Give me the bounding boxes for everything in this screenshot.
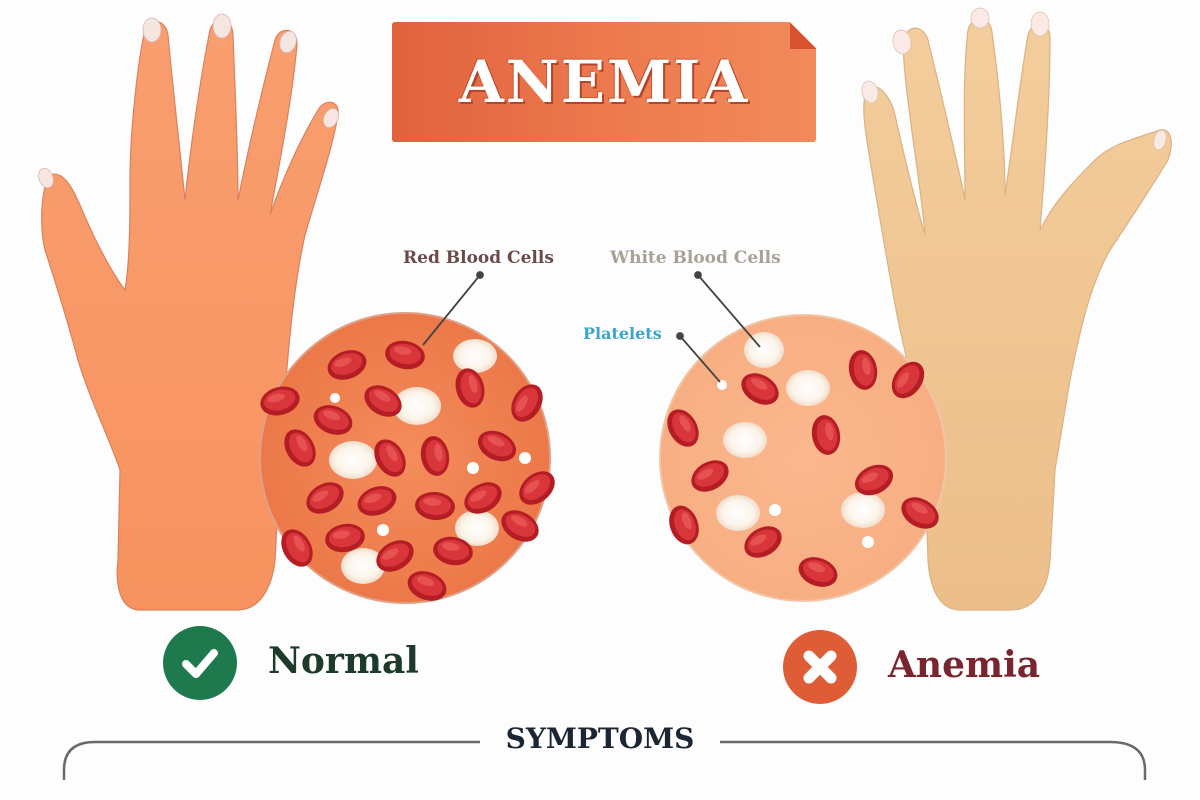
banner-fold [790,22,816,49]
white-blood-cells [329,339,499,584]
title-banner [392,22,816,142]
normal-status-icon [163,626,237,700]
symptoms-heading: SYMPTOMS [480,722,720,755]
page-title: ANEMIA [458,48,750,116]
white-blood-cells [716,332,885,531]
white-blood-cells-label: White Blood Cells [610,248,781,268]
platelets [717,380,874,548]
platelets [330,393,531,536]
normal-label: Normal [268,640,419,682]
anemia-blood-sample [659,314,947,602]
red-blood-cells-label: Red Blood Cells [403,248,554,268]
normal-blood-sample [257,312,555,606]
anemia-status-icon [783,630,857,704]
anemia-label: Anemia [888,644,1041,686]
cross-icon [803,650,837,684]
platelets-label: Platelets [583,324,662,343]
check-icon [182,649,218,678]
